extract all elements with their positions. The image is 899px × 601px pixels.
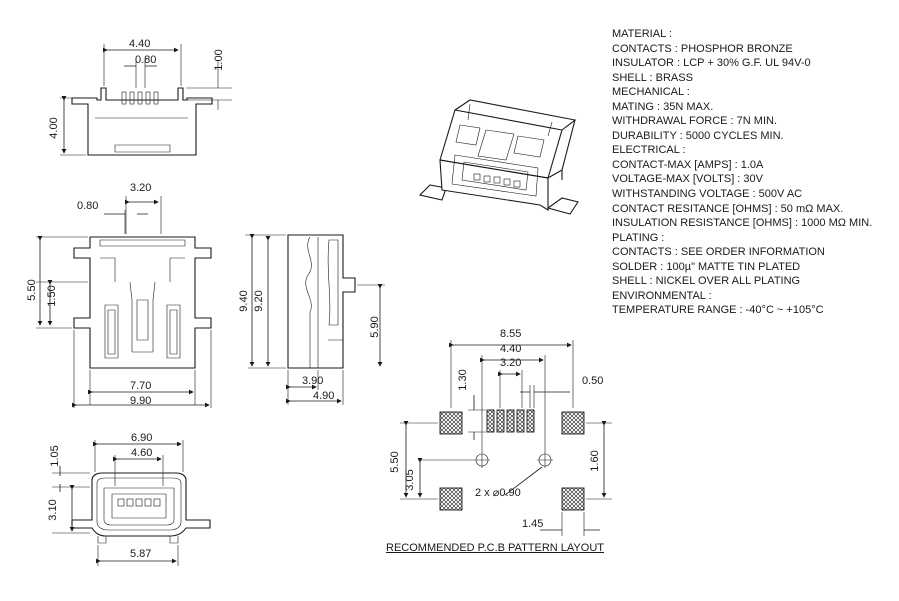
spec-line: PLATING : xyxy=(612,231,665,244)
spec-line: INSULATION RESISTANCE [OHMS] : 1000 MΩ M… xyxy=(612,217,873,230)
dim-pcb-pad-h: 1.30 xyxy=(457,369,469,390)
spec-line: SOLDER : 100µ" MATTE TIN PLATED xyxy=(612,260,801,273)
dim-side-w2: 4.90 xyxy=(313,390,334,402)
pcb-signal-pads xyxy=(486,409,535,433)
dim-front-span: 3.20 xyxy=(130,182,151,194)
spec-line: CONTACTS : SEE ORDER INFORMATION xyxy=(612,246,825,259)
spec-line: DURABILITY : 5000 CYCLES MIN. xyxy=(612,129,784,142)
dim-pcb-h1: 1.45 xyxy=(522,518,543,530)
dim-pcb-w2: 4.40 xyxy=(500,343,521,355)
pcb-pad-br xyxy=(561,487,585,511)
dim-top-width: 4.40 xyxy=(129,38,150,50)
bottom-view-pins xyxy=(117,498,161,507)
dim-bottom-h1: 1.05 xyxy=(49,445,61,466)
dim-side-h1: 9.40 xyxy=(238,290,250,311)
dim-top-pitch: 0.80 xyxy=(135,54,156,66)
dim-pcb-v3: 1.60 xyxy=(589,450,601,471)
dim-side-h2: 9.20 xyxy=(253,290,265,311)
side-view: 9.40 9.20 5.90 3.90 4.90 xyxy=(238,234,385,405)
dim-pcb-w1: 8.55 xyxy=(500,328,521,340)
spec-line: ELECTRICAL : xyxy=(612,144,686,157)
dim-pcb-pad-w: 0.50 xyxy=(582,375,603,387)
dim-front-h1: 5.50 xyxy=(26,279,38,300)
spec-line: CONTACT-MAX [AMPS] : 1.0A xyxy=(612,158,764,171)
dim-pcb-v2: 3.05 xyxy=(404,469,416,490)
dim-front-w2: 9.90 xyxy=(130,395,151,407)
bottom-view: 6.90 4.60 1.05 3.10 5.87 xyxy=(47,432,211,566)
top-view: 4.40 0.80 1.00 4.00 xyxy=(48,38,232,156)
spec-line: MATING : 35N MAX. xyxy=(612,100,714,113)
spec-line: SHELL : BRASS xyxy=(612,71,693,84)
spec-line: CONTACTS : PHOSPHOR BRONZE xyxy=(612,42,793,55)
dim-pcb-v1: 5.50 xyxy=(389,451,401,472)
pcb-layout: 8.55 4.40 3.20 1.30 0.50 5.50 3.05 1.60 … xyxy=(389,328,612,536)
dim-front-w1: 7.70 xyxy=(130,380,151,392)
spec-line: CONTACT RESITANCE [OHMS] : 50 mΩ MAX. xyxy=(612,202,844,215)
pcb-layout-caption: RECOMMENDED P.C.B PATTERN LAYOUT xyxy=(386,542,604,554)
front-view: 3.20 0.80 5.50 1.50 7.70 9.90 xyxy=(26,182,212,408)
top-view-pins xyxy=(121,91,159,105)
dim-bottom-w1: 6.90 xyxy=(131,432,152,444)
spec-line: WITHSTANDING VOLTAGE : 500V AC xyxy=(612,188,803,201)
isometric-view xyxy=(418,99,579,215)
dim-bottom-w3: 5.87 xyxy=(130,548,151,560)
spec-line: MECHANICAL : xyxy=(612,86,690,99)
dim-bottom-w2: 4.60 xyxy=(131,447,152,459)
spec-line: MATERIAL : xyxy=(612,28,672,40)
spec-line: ENVIRONMENTAL : xyxy=(612,289,712,302)
spec-line: VOLTAGE-MAX [VOLTS] : 30V xyxy=(612,173,763,186)
dim-bottom-h2: 3.10 xyxy=(47,499,59,520)
dim-front-pitch: 0.80 xyxy=(77,200,98,212)
spec-line: TEMPERATURE RANGE : -40°C ~ +105°C xyxy=(612,304,824,317)
pcb-pad-bl xyxy=(439,487,463,511)
pcb-pad-tl xyxy=(439,411,463,435)
dim-top-lead-height: 1.00 xyxy=(213,49,225,70)
specification-list: MATERIAL : CONTACTS : PHOSPHOR BRONZE IN… xyxy=(612,27,897,318)
dim-side-w1: 3.90 xyxy=(302,375,323,387)
dim-pcb-w3: 3.20 xyxy=(500,357,521,369)
spec-line: WITHDRAWAL FORCE : 7N MIN. xyxy=(612,115,777,128)
dim-front-h2: 1.50 xyxy=(46,285,58,306)
isometric-pins xyxy=(473,173,521,188)
spec-line: INSULATOR : LCP + 30% G.F. UL 94V-0 xyxy=(612,57,811,70)
dim-side-h3: 5.90 xyxy=(369,316,381,337)
spec-line: SHELL : NICKEL OVER ALL PLATING xyxy=(612,275,801,288)
dim-top-height: 4.00 xyxy=(48,117,60,138)
dim-pcb-hole: 2 x ⌀0.90 xyxy=(475,487,521,499)
pcb-pad-tr xyxy=(561,411,585,435)
